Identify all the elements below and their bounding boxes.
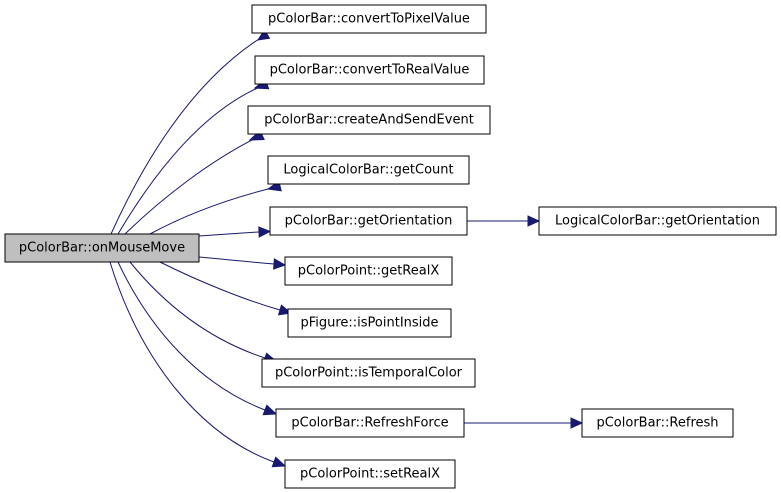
node-label: pColorBar::RefreshForce [291, 416, 448, 431]
node-set-real-x[interactable]: pColorPoint::setRealX [284, 459, 456, 489]
edge-onmousemove-is-point-inside [159, 261, 293, 316]
node-get-count[interactable]: LogicalColorBar::getCount [267, 155, 470, 185]
node-label: pColorPoint::isTemporalColor [275, 366, 463, 381]
edge-onmousemove-convert-to-pixel-value [110, 28, 271, 235]
edge-onmousemove-set-real-x [109, 261, 287, 468]
edge-onmousemove-convert-to-real-value [117, 78, 270, 235]
edge-onmousemove-get-count [149, 180, 282, 235]
edge-onmousemove-create-and-send-event [124, 129, 265, 235]
edge-onmousemove-get-orientation [198, 226, 272, 238]
node-label: pColorBar::convertToPixelValue [268, 12, 470, 27]
node-label: LogicalColorBar::getOrientation [555, 214, 760, 229]
edge-refresh-force-refresh [464, 417, 584, 429]
node-refresh[interactable]: pColorBar::Refresh [581, 408, 734, 438]
edge-onmousemove-is-temporal-color [129, 261, 278, 364]
node-convert-to-real-value[interactable]: pColorBar::convertToRealValue [254, 55, 485, 85]
node-label: pFigure::isPointInside [300, 316, 438, 331]
node-label: LogicalColorBar::getCount [283, 163, 453, 178]
edge-onmousemove-refresh-force [117, 261, 278, 416]
node-is-point-inside[interactable]: pFigure::isPointInside [287, 308, 452, 338]
node-label: pColorBar::createAndSendEvent [264, 113, 474, 128]
node-label: pColorBar::Refresh [596, 416, 718, 431]
edge-get-orientation-logical-get-orientation [467, 215, 541, 227]
node-create-and-send-event[interactable]: pColorBar::createAndSendEvent [247, 105, 491, 135]
node-get-real-x[interactable]: pColorPoint::getRealX [284, 256, 453, 286]
node-root[interactable]: pColorBar::onMouseMove [4, 233, 200, 263]
node-label: pColorBar::getOrientation [285, 214, 453, 229]
node-get-orientation[interactable]: pColorBar::getOrientation [269, 206, 468, 236]
node-logical-get-orientation[interactable]: LogicalColorBar::getOrientation [538, 206, 777, 236]
edge-onmousemove-get-real-x [198, 256, 287, 270]
node-convert-to-pixel-value[interactable]: pColorBar::convertToPixelValue [251, 4, 487, 34]
node-root-label: pColorBar::onMouseMove [19, 241, 185, 256]
node-label: pColorPoint::getRealX [298, 264, 440, 279]
node-is-temporal-color[interactable]: pColorPoint::isTemporalColor [261, 358, 476, 388]
node-label: pColorBar::convertToRealValue [270, 63, 470, 78]
node-refresh-force[interactable]: pColorBar::RefreshForce [275, 408, 465, 438]
node-label: pColorPoint::setRealX [300, 467, 440, 482]
